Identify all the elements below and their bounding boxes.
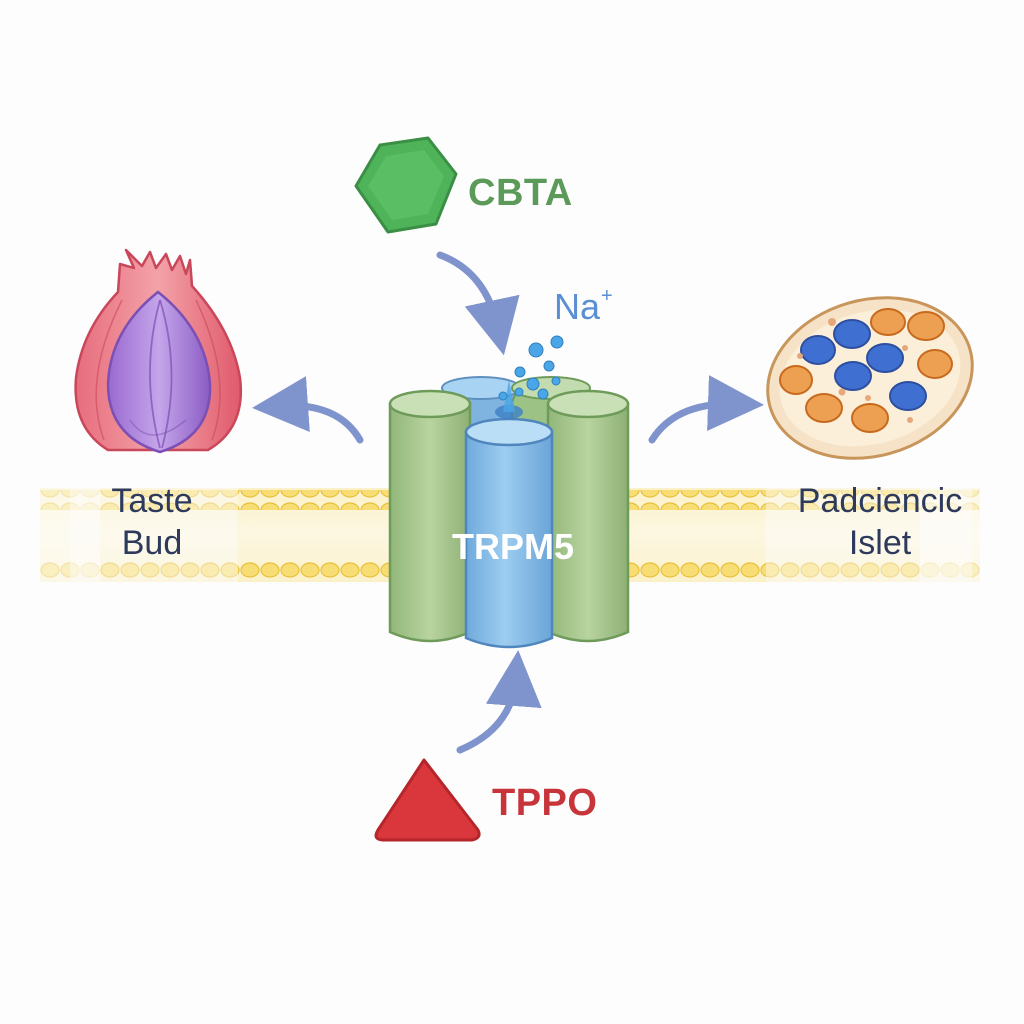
arrow-channel-to-taste-bud [252,376,364,444]
pancreatic-islet-icon [766,296,974,460]
triangle-icon [374,758,481,842]
islet-label-line1: Padciencic [797,482,963,520]
taste-bud-label-line2: Bud [121,524,183,562]
cbta-label: CBTA [468,172,573,214]
ion-charge: + [601,285,613,307]
taste-bud-label: Taste Bud [72,480,232,564]
arrow-tppo-to-channel [456,650,542,754]
ion-symbol: Na [554,286,601,327]
channel-label: TRPM5 [451,526,574,567]
ion-channel-icon [388,376,630,649]
hexagon-icon [354,136,458,234]
arrow-cbta-to-channel [436,251,520,356]
taste-bud-label-line1: Taste [111,482,193,520]
tppo-label: TPPO [492,782,598,824]
arrows [252,251,764,754]
sodium-ions [498,335,564,401]
sodium-ion-label: Na+ [554,285,613,328]
taste-bud-icon [74,248,243,454]
arrow-channel-to-islet [648,375,764,444]
islet-label: Padciencic Islet [760,480,1000,564]
islet-label-line2: Islet [848,524,912,562]
